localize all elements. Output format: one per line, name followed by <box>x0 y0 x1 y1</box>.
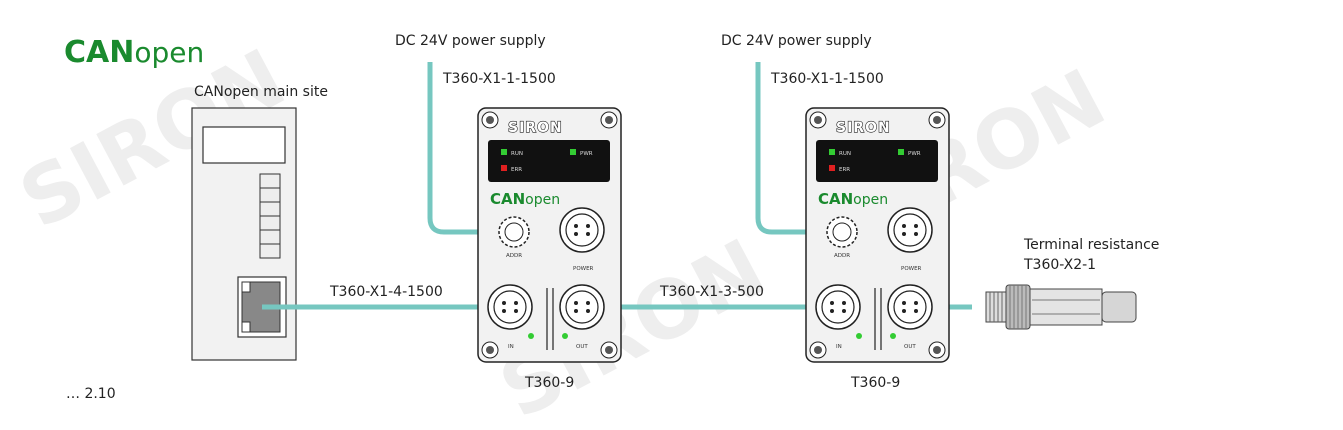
out-status-led <box>562 333 568 339</box>
canopen-logo: CANopen <box>64 35 204 70</box>
led-err-label: ERR <box>511 167 522 173</box>
mount-hole-icon <box>481 111 499 129</box>
mount-hole-icon <box>928 111 946 129</box>
power-connector-icon <box>887 207 933 253</box>
master-title: CANopen main site <box>194 84 328 100</box>
t360-device-1: SIRON RUN ERR PWR CANopen ADDR POWER <box>477 107 622 363</box>
device-1-model-label: T360-9 <box>524 375 574 391</box>
out-label: OUT <box>904 344 916 350</box>
device-1-power-supply-label: DC 24V power supply <box>395 33 546 49</box>
led-panel <box>488 140 610 182</box>
device-2-model-label: T360-9 <box>850 375 900 391</box>
out-status-led <box>890 333 896 339</box>
in-status-led <box>528 333 534 339</box>
address-switch-icon <box>826 216 858 248</box>
master-partial-label: … 2.10 <box>66 386 116 402</box>
cable-power-1 <box>427 62 586 235</box>
led-err <box>501 165 507 171</box>
device-link-label: T360-X1-3-500 <box>659 284 764 300</box>
led-run <box>829 149 835 155</box>
t360-device-2: SIRON RUN ERR PWR CANopen ADDR POWER <box>805 107 950 363</box>
master-device <box>191 107 297 361</box>
terminal-resistor-plug-icon <box>985 284 1137 330</box>
device-canopen-logo: CANopen <box>490 190 560 208</box>
led-pwr <box>898 149 904 155</box>
led-run-label: RUN <box>511 151 523 157</box>
in-connector-icon <box>487 284 533 330</box>
led-err <box>829 165 835 171</box>
device-2-power-supply-label: DC 24V power supply <box>721 33 872 49</box>
logo-open-text: open <box>134 36 204 69</box>
terminator-part: T360-X2-1 <box>1023 257 1096 273</box>
terminator-title: Terminal resistance <box>1023 237 1159 253</box>
power-connector-icon <box>559 207 605 253</box>
address-switch-icon <box>498 216 530 248</box>
led-panel <box>816 140 938 182</box>
mount-hole-icon <box>481 341 499 359</box>
led-run-label: RUN <box>839 151 851 157</box>
led-pwr-label: PWR <box>908 151 921 157</box>
addr-label: ADDR <box>506 253 522 259</box>
mount-hole-icon <box>809 111 827 129</box>
device-brand: SIRON <box>508 120 563 136</box>
out-connector-icon <box>559 284 605 330</box>
led-pwr-label: PWR <box>580 151 593 157</box>
mount-hole-icon <box>809 341 827 359</box>
addr-label: ADDR <box>834 253 850 259</box>
svg-text:CANopen: CANopen <box>64 35 204 70</box>
master-link-label: T360-X1-4-1500 <box>329 284 443 300</box>
master-indicator-stack <box>259 173 281 259</box>
cable-power-2 <box>755 62 912 235</box>
device-1-power-cable-label: T360-X1-1-1500 <box>442 71 556 87</box>
out-connector-icon <box>887 284 933 330</box>
cable-layer <box>262 62 972 310</box>
in-connector-icon <box>815 284 861 330</box>
power-label: POWER <box>573 266 594 272</box>
led-pwr <box>570 149 576 155</box>
device-2-power-cable-label: T360-X1-1-1500 <box>770 71 884 87</box>
device-brand: SIRON <box>836 120 891 136</box>
out-label: OUT <box>576 344 588 350</box>
in-label: IN <box>508 344 514 350</box>
master-display <box>202 126 286 164</box>
logo-can-text: CAN <box>64 35 134 70</box>
in-label: IN <box>836 344 842 350</box>
mount-hole-icon <box>600 341 618 359</box>
mount-hole-icon <box>928 341 946 359</box>
device-canopen-logo: CANopen <box>818 190 888 208</box>
led-err-label: ERR <box>839 167 850 173</box>
led-run <box>501 149 507 155</box>
in-status-led <box>856 333 862 339</box>
mount-hole-icon <box>600 111 618 129</box>
power-label: POWER <box>901 266 922 272</box>
